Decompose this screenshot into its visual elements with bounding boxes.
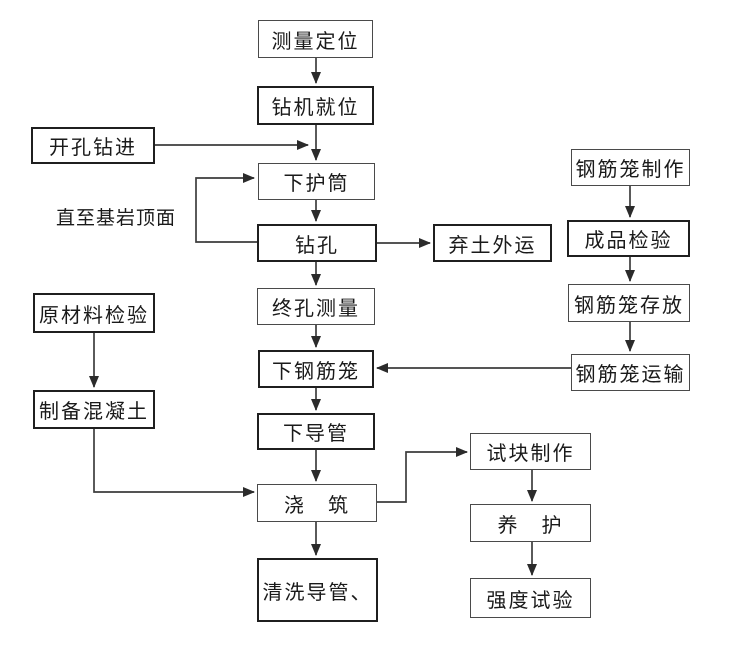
node-lower-rebar-cage: 下钢筋笼 (258, 350, 374, 388)
node-waste-soil-removal: 弃土外运 (433, 224, 552, 262)
node-clean-conduit: 清洗导管、 (257, 558, 378, 622)
node-product-inspection: 成品检验 (567, 220, 690, 257)
connector-pouring-to-testblock (377, 447, 468, 503)
node-concrete-pouring: 浇 筑 (257, 484, 377, 522)
node-test-block-making: 试块制作 (470, 433, 591, 470)
node-rebar-cage-transport: 钢筋笼运输 (571, 354, 690, 391)
node-lower-casing: 下护筒 (258, 163, 375, 200)
node-open-hole-drilling: 开孔钻进 (31, 127, 155, 164)
node-strength-test: 强度试验 (470, 578, 591, 618)
node-drill-rig-in-place: 钻机就位 (257, 86, 374, 125)
connector-drilling-loop-to-casing (195, 173, 257, 243)
node-raw-material-inspection: 原材料检验 (33, 293, 155, 333)
node-final-hole-survey: 终孔测量 (257, 288, 375, 325)
annotation-until-bedrock-top: 直至基岩顶面 (56, 208, 177, 229)
node-drilling: 钻孔 (257, 224, 377, 262)
connector-concrete-to-pouring (93, 429, 255, 497)
node-rebar-cage-fabrication: 钢筋笼制作 (571, 149, 690, 186)
node-survey-positioning: 测量定位 (258, 20, 373, 58)
node-curing: 养 护 (470, 504, 591, 542)
node-rebar-cage-storage: 钢筋笼存放 (568, 284, 690, 322)
node-prepare-concrete: 制备混凝土 (33, 390, 155, 429)
node-lower-conduit: 下导管 (257, 413, 375, 450)
